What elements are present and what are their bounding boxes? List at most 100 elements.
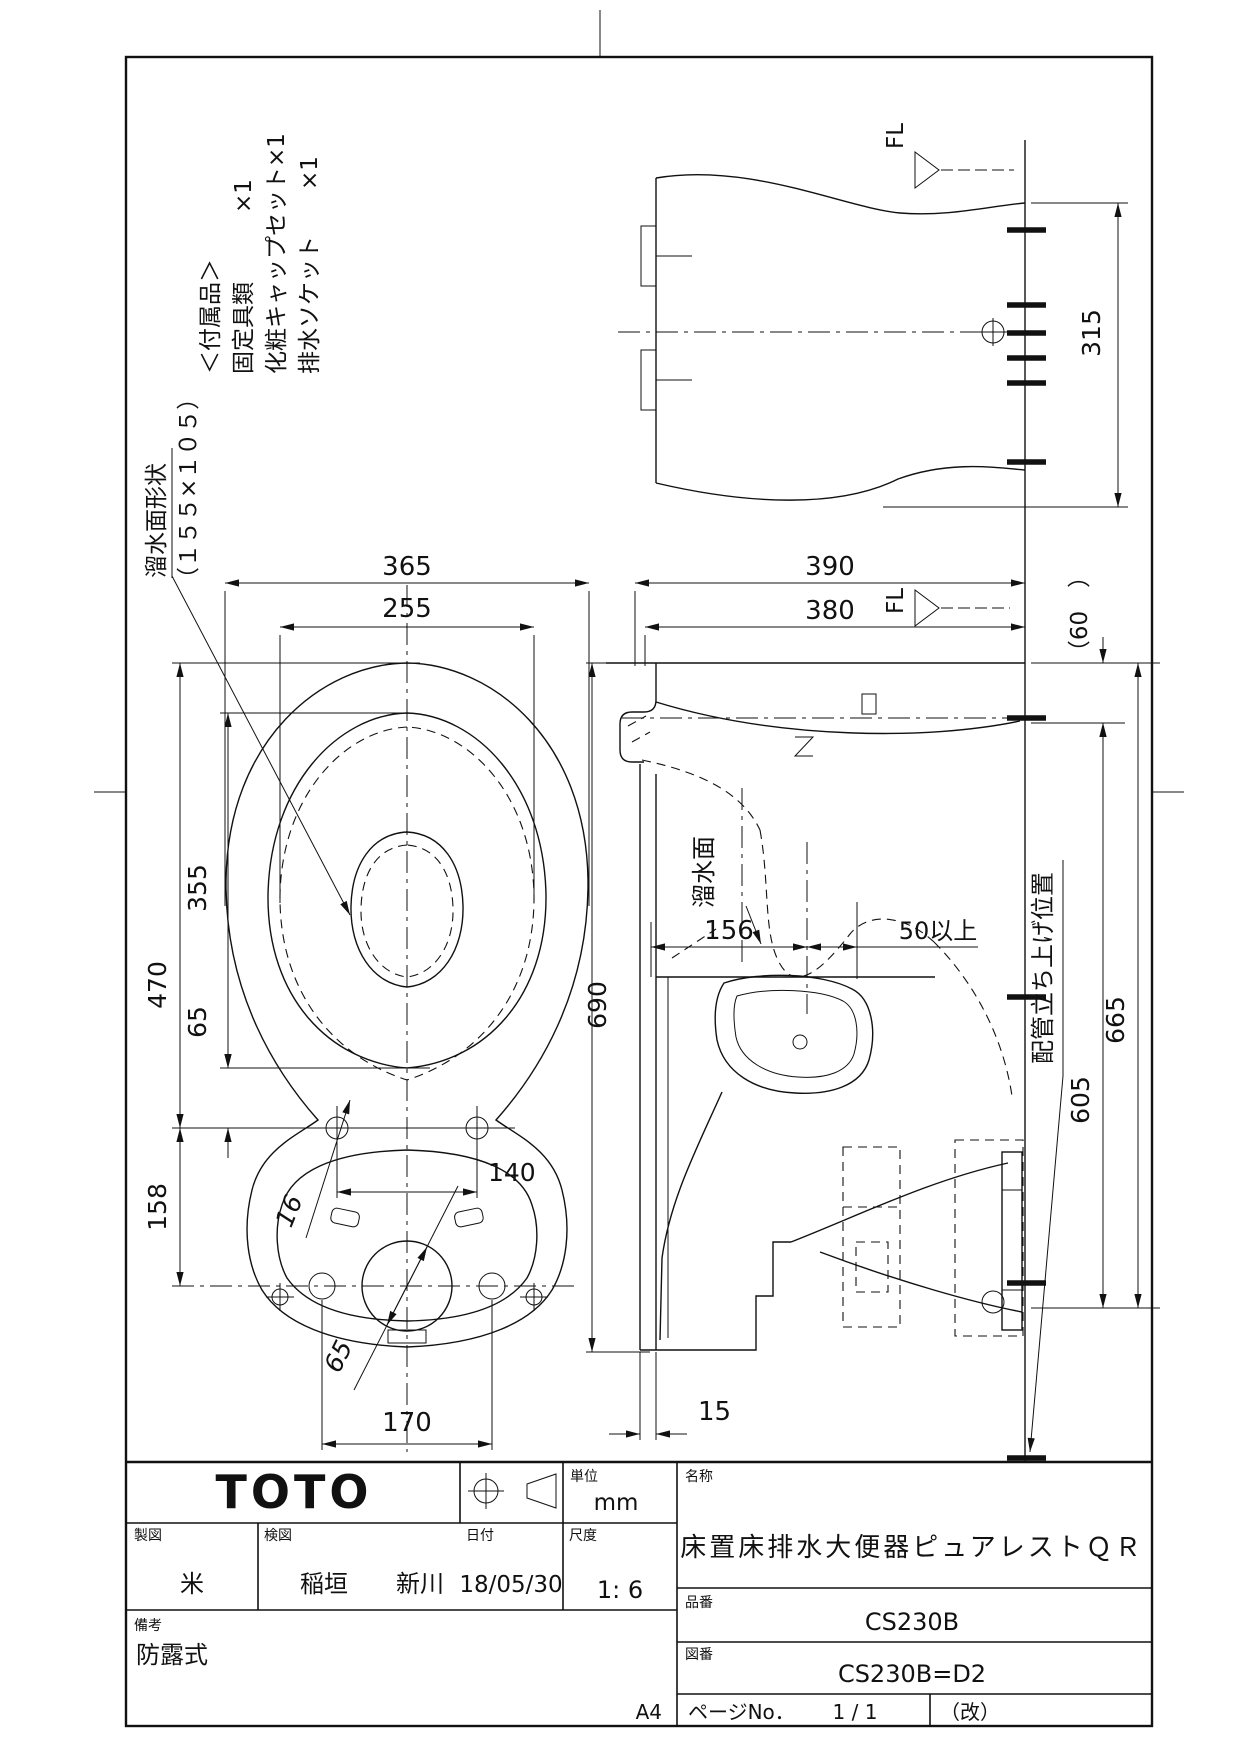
dim-665: 665 [1101,996,1130,1044]
water-surface-shape-label: 溜水面形状 （１５５×１０５） [144,387,351,916]
dim-158: 158 [143,1183,172,1231]
base-bottom [640,1241,791,1351]
revision-mark: （改） [940,1700,1000,1724]
dim-16: 16 [270,1191,309,1231]
accessory-list: ＜付属品＞ 固定具類 ×1 化粧キャップセット×1 排水ソケット ×1 [198,133,323,374]
accessory-item: 排水ソケット ×1 [297,156,323,374]
dim-170: 170 [382,1408,432,1438]
title-block: TOTO 単位 mm 製図 米 検図 稲垣 新川 日付 18/05/30 尺度 … [126,1460,1152,1726]
dim-60: （60 ） [1067,565,1093,663]
dim-690: 690 [583,981,612,1029]
side-hole [520,1283,548,1311]
third-angle-projection-icon [468,1473,557,1509]
plan-dimensions: 365 255 470 355 65 158 140 16 65 [143,552,590,1450]
scale-value: 1: 6 [597,1576,643,1604]
flange-slot [454,1207,484,1228]
datum-hatches [1007,715,1046,1461]
water-shape-size: （１５５×１０５） [176,387,202,590]
drafter-label: 製図 [134,1528,162,1544]
paper-size: A4 [636,1700,662,1724]
dim-50min: 50以上 [899,917,978,945]
plan-view: 365 255 470 355 65 158 140 16 65 [143,552,590,1452]
rim-hook [619,663,657,763]
fl-label: FL [883,123,909,149]
fl-triangle-icon [914,589,940,627]
stop-valve-mark [861,693,877,715]
code-value: CS230B [865,1608,959,1636]
hidden-line [641,759,761,831]
dim-255: 255 [382,594,432,624]
code-label: 品番 [685,1595,713,1611]
date-label: 日付 [466,1528,494,1544]
leader-line [171,575,351,916]
dim-315: 315 [1077,309,1106,357]
trapway-hidden2 [933,941,1013,1097]
drain-socket [714,974,874,1094]
vent-hole [979,318,1007,346]
fl-triangle-icon [914,151,940,189]
dwg-value: CS230B=D2 [838,1660,986,1688]
water-surface-label: 溜水面 [690,836,718,908]
rear-view: FL 315 [618,123,1128,508]
dim-15: 15 [698,1397,731,1427]
break-mark [793,736,815,757]
side-hole [266,1283,294,1311]
scale-label: 尺度 [569,1528,597,1544]
dim-140: 140 [488,1158,536,1187]
accessory-title: ＜付属品＞ [198,259,224,374]
dim-470: 470 [143,961,172,1009]
name-label: 名称 [685,1469,713,1485]
remarks-value: 防露式 [136,1641,208,1669]
rear-dimensions: 315 [883,202,1128,508]
accessory-item: 化粧キャップセット×1 [264,133,290,374]
bowl-underside [655,701,1021,735]
checker-value: 稲垣 新川 [300,1570,444,1598]
flange-slot [330,1207,360,1228]
dim-65-side: 65 [183,1006,212,1038]
flange-notch [387,1329,427,1344]
hidden-riser-box [954,1139,1024,1337]
wall-socket [1001,1151,1023,1331]
bowl-outline [225,662,589,1348]
base-curve2 [819,1251,1023,1313]
toto-logo: TOTO [216,1465,373,1519]
dim-355: 355 [183,864,212,912]
accessory-item: 固定具類 ×1 [231,179,257,374]
dim-380: 380 [805,596,855,626]
side-dimensions: 390 380 690 156 50以上 （60 ） 605 665 [583,552,1160,1453]
page-label: ページNo． [688,1700,795,1724]
checker-label: 検図 [264,1528,292,1544]
tank-tab [640,349,657,411]
dim-605: 605 [1066,1076,1095,1124]
seat-hidden-line [279,726,535,1081]
dwg-label: 図番 [685,1647,713,1663]
remarks-label: 備考 [134,1618,162,1634]
foot-front [661,1091,723,1259]
drain-socket-inner [733,989,858,1078]
date-value: 18/05/30 [459,1572,562,1598]
dim-156: 156 [704,916,754,946]
unit-label: 単位 [570,1469,598,1485]
datum-hatches-rear [1007,227,1046,465]
page-value: 1 / 1 [833,1700,878,1724]
dim-390: 390 [805,552,855,582]
tank-tab [640,225,657,287]
trapway-hidden [759,829,935,978]
flange-inner [276,1149,538,1322]
side-view: 溜水面 FL [583,140,1160,1462]
water-shape-text: 溜水面形状 [144,463,170,578]
dim-365: 365 [382,552,432,582]
tank-top-edge [655,174,1026,215]
tank-bottom-edge [655,465,1026,501]
fl-label: FL [883,588,909,614]
unit-value: mm [594,1490,639,1516]
anchor-hole [308,1272,336,1300]
fl-marker-side: FL [883,588,1010,627]
hidden-socket-box [842,1146,901,1328]
name-value: 床置床排水大便器ピュアレストＱＲ [680,1533,1143,1563]
pipe-riser-label: 配管立ち上げ位置 [1029,872,1057,1064]
water-surface-outline [350,831,464,988]
anchor-hole [478,1272,506,1300]
